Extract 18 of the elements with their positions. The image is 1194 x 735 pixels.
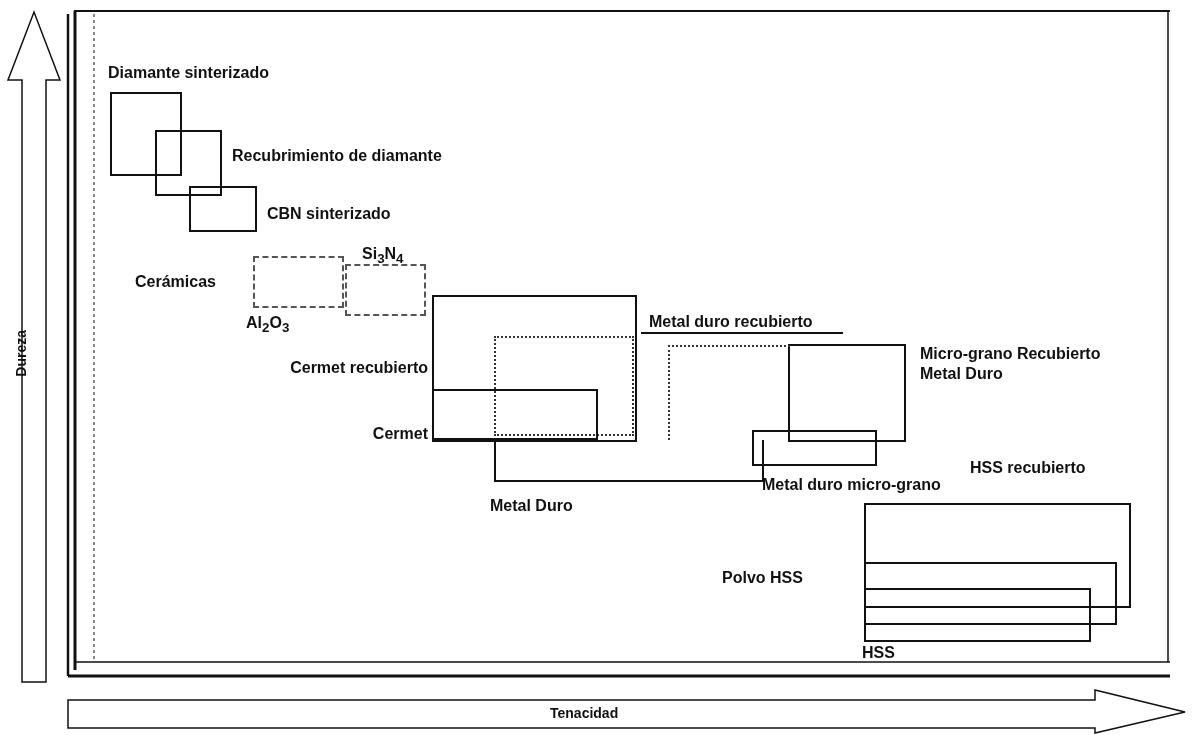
material-label: HSS xyxy=(862,643,895,663)
material-label: Micro-grano Recubierto Metal Duro xyxy=(920,344,1102,384)
material-label: Al$_{2}$O$_{3}$ xyxy=(246,313,290,337)
material-label: CBN sinterizado xyxy=(267,204,391,224)
axis-label: Dureza xyxy=(13,330,30,377)
material-label: Polvo HSS xyxy=(722,568,803,588)
material-label: Si$_{3}$N$_{4}$ xyxy=(362,244,404,268)
range-box xyxy=(668,345,790,440)
material-label: Recubrimiento de diamante xyxy=(232,146,442,166)
material-label: Cermet recubierto xyxy=(290,358,428,378)
material-label: Metal Duro xyxy=(490,496,573,516)
material-label: Metal duro micro-grano xyxy=(762,475,941,495)
axis-label: Tenacidad xyxy=(550,705,619,723)
material-label: Metal duro recubierto xyxy=(641,312,843,334)
material-label: Cermet xyxy=(372,424,428,444)
group-label: Cerámicas xyxy=(135,272,216,292)
material-label: HSS recubierto xyxy=(970,458,1086,478)
material-label: Diamante sinterizado xyxy=(108,63,269,83)
